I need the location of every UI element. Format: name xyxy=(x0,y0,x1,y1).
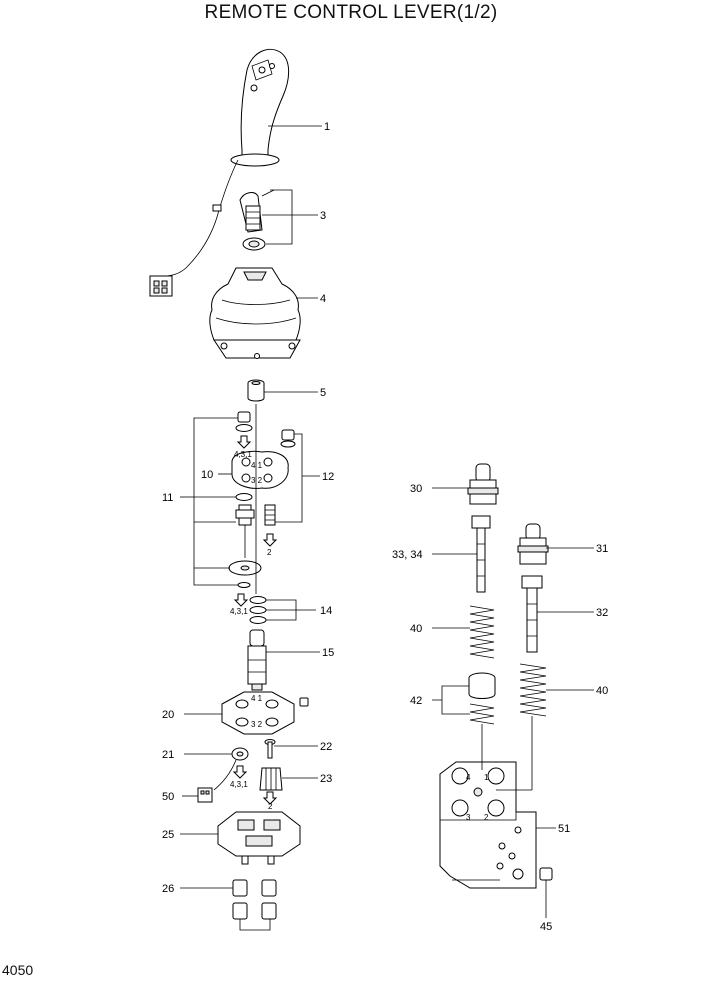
callout-15: 15 xyxy=(322,647,334,659)
callout-4: 4 xyxy=(320,293,326,305)
plate20-bottom-port-label: 3 2 xyxy=(251,720,263,729)
flow-arrows: 4,3,1 2 4,3,1 4,3,1 2 xyxy=(230,435,278,811)
part-42-seat-and-spring xyxy=(468,672,496,725)
page-number: 4050 xyxy=(2,962,34,978)
part-31-plug xyxy=(517,523,549,565)
callout-31: 31 xyxy=(596,543,608,555)
callout-leaders-left xyxy=(180,125,322,889)
callout-10: 10 xyxy=(201,469,213,481)
part-3-lever-boot-and-nut xyxy=(239,189,275,251)
arrow-label-431-b: 4,3,1 xyxy=(230,607,248,616)
callout-22: 22 xyxy=(320,741,332,753)
part-14-o-rings xyxy=(249,596,267,624)
callout-labels: 1 3 4 5 10 12 11 14 15 20 22 21 23 50 25… xyxy=(162,121,608,933)
part-33-34-spool xyxy=(471,515,491,593)
callout-1: 1 xyxy=(324,121,330,133)
plate20-top-port-label: 4 1 xyxy=(251,694,263,703)
callout-33-34: 33, 34 xyxy=(392,549,423,561)
part-30-plug xyxy=(467,463,499,505)
block-port-2-label: 2 xyxy=(484,813,489,822)
part-1-handle-grip xyxy=(149,48,290,297)
callout-leaders-right xyxy=(432,487,594,918)
callout-11: 11 xyxy=(162,492,173,504)
callout-14: 14 xyxy=(320,605,332,617)
part-22-23-spool-and-nut xyxy=(259,739,283,791)
callout-42: 42 xyxy=(410,695,422,707)
callout-50: 50 xyxy=(162,791,174,803)
part-20-port-plate: 4 1 3 2 xyxy=(221,691,309,735)
part-12-pusher-group xyxy=(264,429,296,526)
plate10-top-port-label: 4 1 xyxy=(251,461,263,470)
arrow-label-2-a: 2 xyxy=(267,548,272,557)
callout-40-right: 40 xyxy=(596,685,608,697)
arrow-label-431-a: 4,3,1 xyxy=(234,450,252,459)
part-26-bushings xyxy=(232,879,277,931)
arrow-label-431-c: 4,3,1 xyxy=(230,780,248,789)
page-title: REMOTE CONTROL LEVER(1/2) xyxy=(204,2,498,23)
block-port-3-label: 3 xyxy=(466,813,471,822)
part-5-bushing xyxy=(247,379,265,402)
callout-51: 51 xyxy=(558,823,570,835)
callout-12: 12 xyxy=(322,471,334,483)
callout-21: 21 xyxy=(162,749,174,761)
part-10-port-plate: 4 1 3 2 xyxy=(231,450,289,489)
part-11-pusher-group xyxy=(228,411,262,588)
callout-40-left: 40 xyxy=(410,623,422,635)
callout-23: 23 xyxy=(320,773,332,785)
part-15-joint-shaft xyxy=(247,629,267,691)
arrow-label-2-b: 2 xyxy=(268,802,273,811)
callout-3: 3 xyxy=(320,210,326,222)
callout-30: 30 xyxy=(410,483,422,495)
plate10-bottom-port-label: 3 2 xyxy=(251,476,263,485)
part-40-springs xyxy=(469,605,547,717)
block-port-4-label: 4 xyxy=(466,773,471,782)
part-45-plug xyxy=(539,867,553,881)
callout-45: 45 xyxy=(540,921,552,933)
callout-26: 26 xyxy=(162,883,174,895)
part-51-valve-block: 4 1 3 2 xyxy=(439,761,537,889)
callout-25: 25 xyxy=(162,829,174,841)
part-4-rubber-boot xyxy=(209,267,301,359)
callout-20: 20 xyxy=(162,709,174,721)
part-32-spool xyxy=(521,575,543,653)
callout-32: 32 xyxy=(596,607,608,619)
block-port-1-label: 1 xyxy=(484,773,489,782)
part-25-casing xyxy=(217,811,301,865)
callout-5: 5 xyxy=(320,387,326,399)
part-21-grommet-and-connector xyxy=(197,747,249,803)
